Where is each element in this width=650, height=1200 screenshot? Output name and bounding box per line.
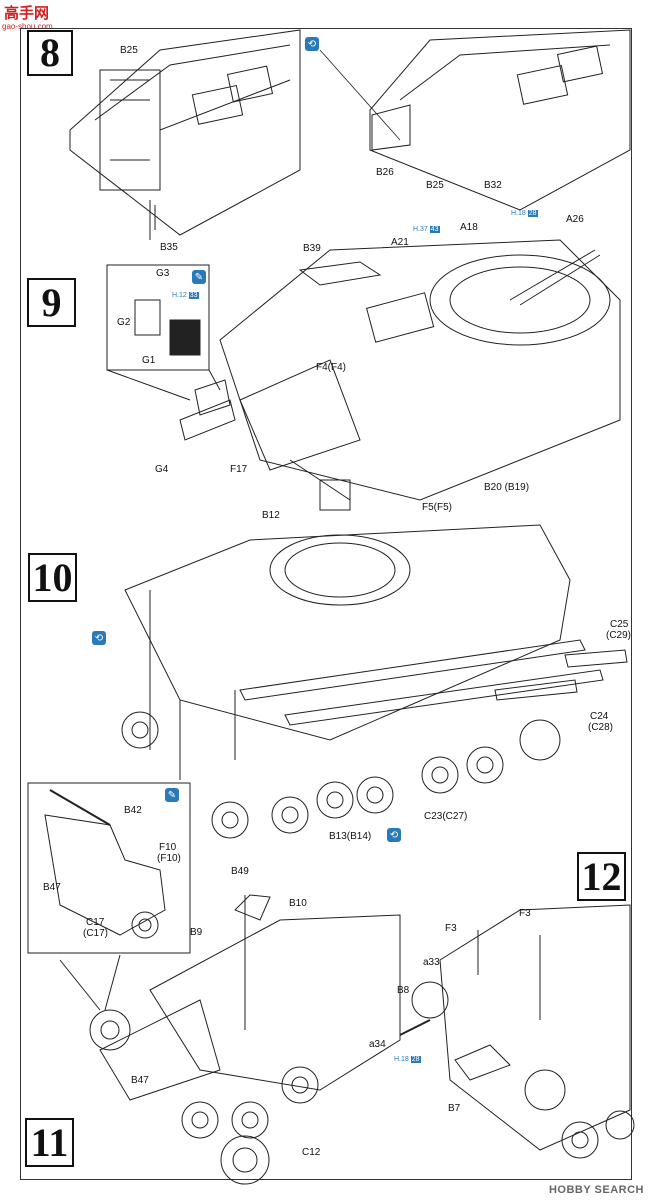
flip-over-icon: ⟲ (305, 37, 319, 51)
part-label: F17 (230, 464, 248, 475)
part-label: B8 (397, 985, 410, 996)
paint-brush-icon: ✎ (192, 270, 206, 284)
part-label: B9 (190, 927, 203, 938)
part-label: C23(C27) (424, 811, 468, 822)
step-number-9: 9 (27, 278, 76, 327)
part-label: B47 (131, 1075, 149, 1086)
part-label: F3 (519, 908, 531, 919)
part-label: B20 (B19) (484, 482, 530, 493)
flip-over-icon: ⟲ (92, 631, 106, 645)
part-label: F5(F5) (422, 502, 452, 513)
part-label: A21 (391, 237, 409, 248)
part-label: B25 (120, 45, 138, 56)
part-label: B10 (289, 898, 307, 909)
part-label: (C17) (83, 928, 109, 939)
part-label: B49 (231, 866, 249, 877)
flip-over-icon: ⟲ (387, 828, 401, 842)
part-label: C12 (302, 1147, 321, 1158)
part-label: C25 (610, 619, 629, 630)
part-label: F4(F4) (316, 362, 346, 373)
step-number-10: 10 (28, 553, 77, 602)
part-label: G3 (156, 268, 170, 279)
part-label: G4 (155, 464, 169, 475)
site-logo-url: gao-shou.com (2, 22, 53, 31)
step-number-12: 12 (577, 852, 626, 901)
part-label: G2 (117, 317, 131, 328)
page-reference: H.12 33 (172, 292, 199, 299)
part-label: B39 (303, 243, 321, 254)
part-label: B35 (160, 242, 178, 253)
part-label: B7 (448, 1103, 461, 1114)
part-label: a33 (423, 957, 440, 968)
part-label: F3 (445, 923, 457, 934)
site-logo: 高手网 gao-shou.com (0, 0, 90, 34)
part-label: B42 (124, 805, 142, 816)
part-label: B26 (376, 167, 394, 178)
part-label: (C29) (606, 630, 632, 641)
part-label: B25 (426, 180, 444, 191)
part-label: (F10) (157, 853, 181, 864)
part-label: F10 (159, 842, 177, 853)
part-label: a34 (369, 1039, 386, 1050)
site-logo-text: 高手网 (4, 4, 50, 22)
part-label: A18 (460, 222, 478, 233)
part-label: (C28) (588, 722, 614, 733)
part-label: B13(B14) (329, 831, 372, 842)
part-label: A26 (566, 214, 584, 225)
step-number-8: 8 (27, 30, 73, 76)
page-reference: H.37 43 (413, 226, 440, 233)
page-reference: H.18 28 (511, 210, 538, 217)
part-label: B47 (43, 882, 61, 893)
part-label: B12 (262, 510, 280, 521)
part-label: G1 (142, 355, 156, 366)
paint-brush-icon: ✎ (165, 788, 179, 802)
part-label: C17 (86, 917, 105, 928)
part-label: B32 (484, 180, 502, 191)
hobby-search-watermark: HOBBY SEARCH (548, 1184, 644, 1196)
step-number-11: 11 (25, 1118, 74, 1167)
part-label: C24 (590, 711, 609, 722)
sheet-frame (20, 28, 632, 1180)
page-reference: H.18 28 (394, 1056, 421, 1063)
